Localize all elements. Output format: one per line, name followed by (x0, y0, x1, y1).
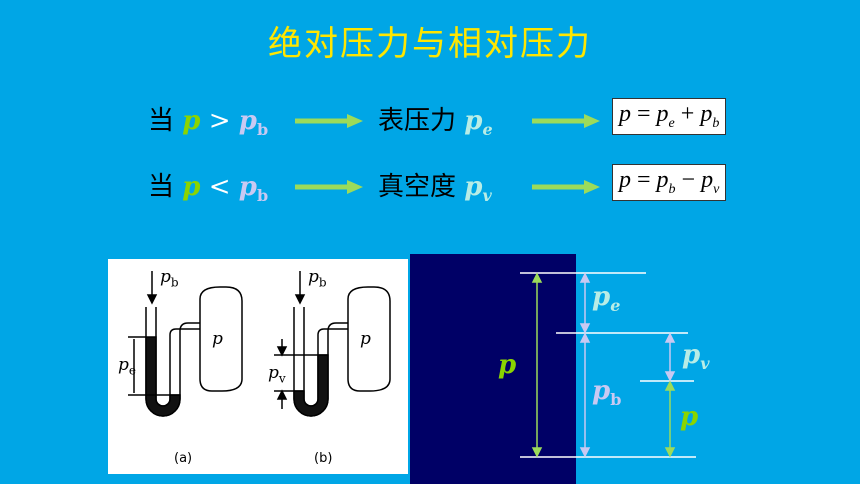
pb-var: pb (238, 106, 269, 140)
p-var: p (182, 172, 201, 202)
pb-label-b: pb (308, 267, 327, 290)
pb-level-label: pb (592, 376, 622, 410)
manometer-b (274, 271, 391, 417)
manometer-a (128, 271, 243, 417)
arrow-right-icon (295, 114, 363, 128)
result-row-2: 真空度 pv (378, 166, 492, 205)
formula-vacuum: p = pb − pv (612, 164, 727, 201)
page-title: 绝对压力与相对压力 (268, 24, 592, 64)
pb-label-a: pb (160, 267, 179, 290)
arrow-right-icon (295, 180, 363, 194)
result-row-1: 表压力 pe (378, 100, 493, 139)
condition-prefix: 当 (148, 106, 175, 136)
p-label-a: p (212, 329, 223, 349)
arrow-right-icon (532, 114, 600, 128)
pe-var: pe (464, 106, 493, 140)
pv-var: pv (464, 172, 492, 206)
pv-level-label: pv (682, 340, 710, 374)
pb-var: pb (238, 172, 269, 206)
caption-b: (b) (314, 451, 333, 466)
pe-level-label: pe (592, 282, 621, 316)
pv-label-b: pv (268, 363, 286, 386)
formula-gauge: p = pe + pb (612, 98, 727, 135)
pe-label-a: pe (118, 355, 136, 378)
greater-than: > (208, 106, 231, 136)
condition-row-2: 当 p < pb (148, 166, 268, 205)
manometer-diagram: pb p pe (a) pb p pv (b) (108, 259, 408, 474)
p-var: p (182, 106, 201, 136)
condition-row-1: 当 p > pb (148, 100, 268, 139)
p-total-label: p (498, 350, 517, 380)
condition-prefix: 当 (148, 172, 175, 202)
pressure-level-diagram (520, 272, 696, 458)
p-low-label: p (680, 402, 699, 432)
less-than: < (208, 172, 231, 202)
caption-a: (a) (174, 451, 193, 466)
p-label-b: p (360, 329, 371, 349)
dark-panel (410, 254, 576, 484)
gauge-pressure-label: 表压力 (378, 106, 457, 136)
arrow-right-icon (532, 180, 600, 194)
vacuum-label: 真空度 (378, 172, 457, 202)
